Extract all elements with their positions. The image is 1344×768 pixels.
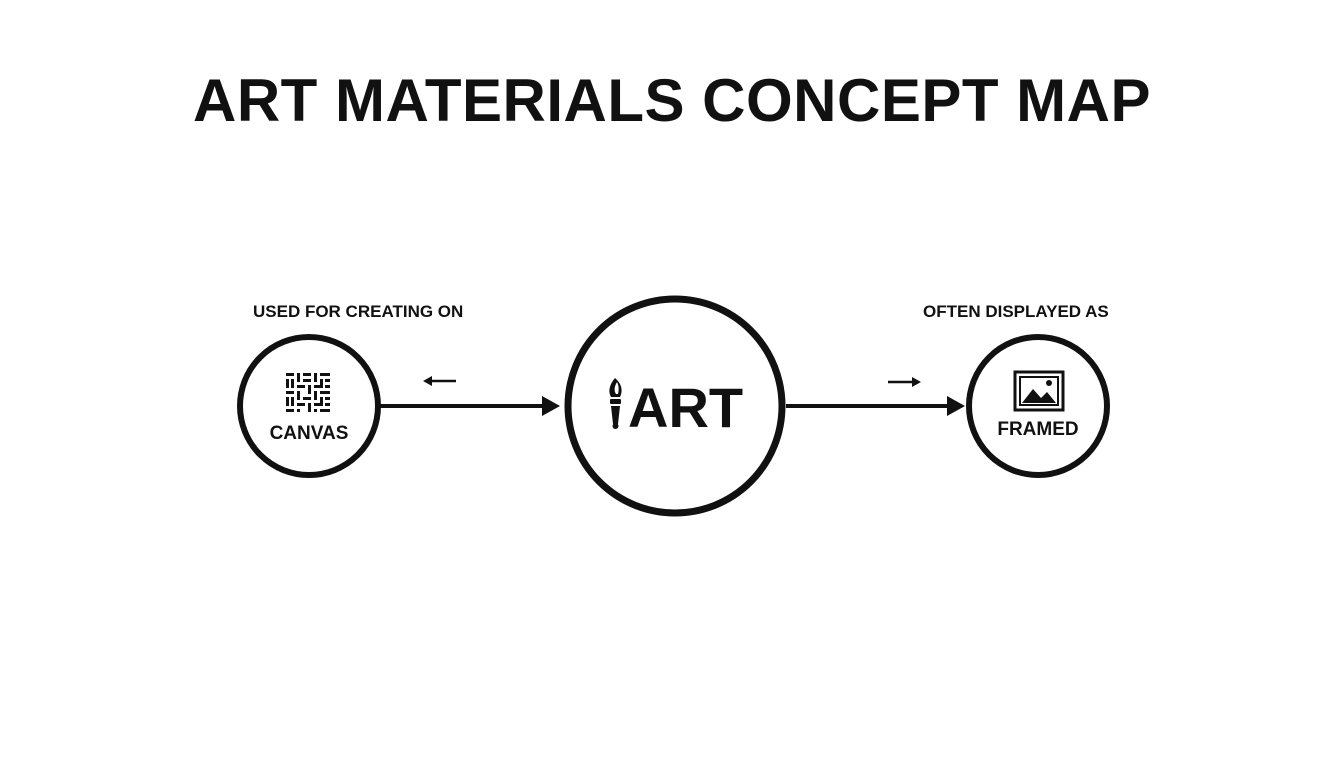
node-label-canvas: CANVAS <box>269 423 349 444</box>
edge-label-used-for-creating-on: USED FOR CREATING ON <box>253 302 464 321</box>
framed-picture-icon <box>1013 370 1065 412</box>
right-arrow-icon <box>888 377 921 387</box>
connector-arrowhead-art-left <box>542 396 560 416</box>
page-title: ART MATERIALS CONCEPT MAP <box>192 67 1152 134</box>
node-label-art: ART <box>628 376 744 439</box>
node-art[interactable] <box>564 295 786 517</box>
connector-arrowhead-framed <box>947 396 965 416</box>
canvas-weave-icon <box>286 373 330 412</box>
paintbrush-icon <box>609 378 622 429</box>
node-label-framed: FRAMED <box>997 419 1079 440</box>
left-arrow-icon <box>423 376 456 386</box>
edge-label-often-displayed-as: OFTEN DISPLAYED AS <box>923 302 1109 321</box>
